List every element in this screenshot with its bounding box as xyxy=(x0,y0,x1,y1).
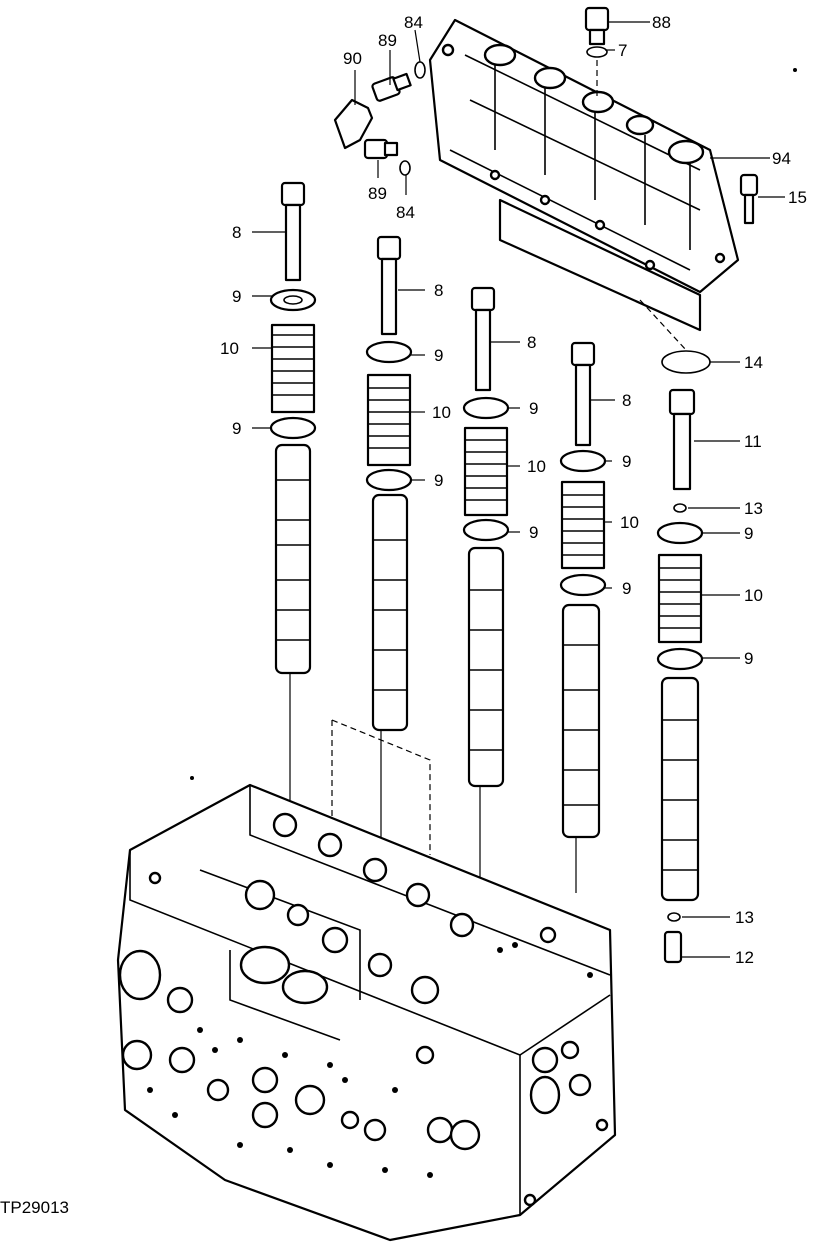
callout-7: 7 xyxy=(618,41,627,60)
cap-screw-15 xyxy=(739,173,759,225)
callout-8-stack1: 8 xyxy=(232,223,241,242)
spool-stack-2 xyxy=(365,235,413,860)
callout-9-stack4-bottom: 9 xyxy=(622,579,631,598)
spool-stack-3 xyxy=(462,286,510,880)
callout-labels: 88 7 84 89 90 94 15 89 84 8 9 10 9 8 9 1… xyxy=(220,13,807,967)
callout-8-stack4: 8 xyxy=(622,391,631,410)
callout-10-stack2: 10 xyxy=(432,403,451,422)
callout-84-bottom: 84 xyxy=(396,203,415,222)
callout-94: 94 xyxy=(772,149,791,168)
fitting-assembly xyxy=(333,61,426,176)
callout-10-stack4: 10 xyxy=(620,513,639,532)
callout-9-stack2-top: 9 xyxy=(434,346,443,365)
cover-plate xyxy=(428,18,740,332)
callout-9-stack3-top: 9 xyxy=(529,399,538,418)
plug-88 xyxy=(584,6,610,100)
callout-89-bottom: 89 xyxy=(368,184,387,203)
callout-13-top: 13 xyxy=(744,499,763,518)
spool-stack-5 xyxy=(656,388,704,964)
callout-9-stack5-top: 9 xyxy=(744,524,753,543)
figure-id: TP29013 xyxy=(0,1198,69,1217)
callout-84-top: 84 xyxy=(404,13,423,32)
callout-13-bottom: 13 xyxy=(735,908,754,927)
callout-89-top: 89 xyxy=(378,31,397,50)
callout-11: 11 xyxy=(744,432,762,451)
callout-9-stack1-top: 9 xyxy=(232,287,241,306)
callout-8-stack2: 8 xyxy=(434,281,443,300)
callout-10-stack5: 10 xyxy=(744,586,763,605)
callout-88: 88 xyxy=(652,13,671,32)
callout-12: 12 xyxy=(735,948,754,967)
callout-14: 14 xyxy=(744,353,763,372)
spool-stack-1 xyxy=(269,181,317,820)
spool-stack-4 xyxy=(559,341,607,893)
callout-9-stack3-bottom: 9 xyxy=(529,523,538,542)
callout-90: 90 xyxy=(343,49,362,68)
callout-9-stack5-bottom: 9 xyxy=(744,649,753,668)
callout-15: 15 xyxy=(788,188,807,207)
callout-10-stack1: 10 xyxy=(220,339,239,358)
callout-9-stack1-bottom: 9 xyxy=(232,419,241,438)
valve-body xyxy=(116,783,617,1242)
leader-lines xyxy=(252,21,785,958)
callout-8-stack3: 8 xyxy=(527,333,536,352)
callout-9-stack4-top: 9 xyxy=(622,452,631,471)
callout-10-stack3: 10 xyxy=(527,457,546,476)
callout-9-stack2-bottom: 9 xyxy=(434,471,443,490)
